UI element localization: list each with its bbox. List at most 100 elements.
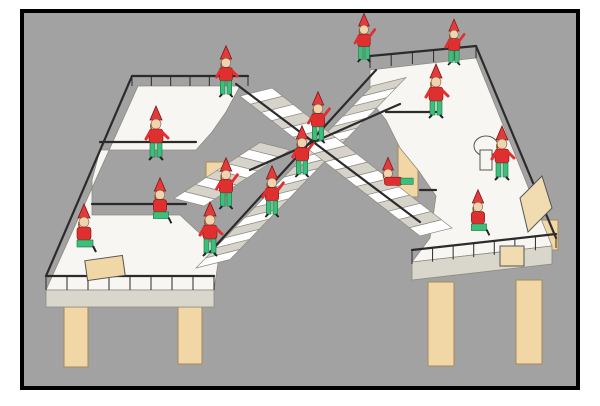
gnome-head — [154, 189, 166, 200]
gnome-boot — [428, 114, 433, 119]
right-leg-front-b — [515, 279, 543, 365]
gnome-arm — [444, 39, 451, 49]
gnome-pants-left — [266, 200, 272, 215]
gnome-head — [496, 138, 508, 150]
gnome-climbing — [291, 124, 315, 178]
gnome-pants — [400, 177, 414, 185]
gnome-pants-left — [429, 100, 436, 116]
gnome-pants-left — [220, 192, 226, 207]
gnome-arm — [144, 130, 152, 141]
gnome-pants-right — [502, 162, 509, 178]
gnomes — [76, 12, 516, 257]
gnome-standing — [424, 62, 450, 119]
gnome-standing — [198, 200, 224, 257]
gnome-pants-right — [454, 50, 460, 63]
gnome-head — [296, 137, 308, 148]
gnome-pants — [76, 239, 94, 248]
gnome-boot — [305, 173, 310, 178]
gnome-arm — [214, 226, 224, 236]
gnome-boot — [456, 61, 461, 66]
left-deck-edge — [45, 289, 215, 308]
gnome-boot — [494, 176, 499, 181]
gnome-arm — [160, 130, 170, 140]
gnome-head — [220, 169, 232, 180]
gnome-pants-left — [358, 46, 364, 60]
gnome-boot — [439, 114, 444, 119]
props — [84, 135, 553, 282]
gnome-descending — [215, 44, 239, 98]
gnome-boot — [218, 205, 223, 210]
gnome-boot — [202, 252, 207, 257]
gnome-boot — [264, 213, 269, 218]
gnome-boot — [505, 176, 510, 181]
gnome-boot — [92, 245, 97, 253]
gnome-arm — [506, 150, 516, 160]
gnome-boot — [229, 93, 234, 98]
vase-stand — [479, 149, 493, 171]
cross-flight-step — [408, 219, 453, 237]
gnome-pants-right — [272, 200, 278, 215]
gnome-arm — [424, 88, 432, 99]
gnome-shirt — [153, 199, 167, 213]
gnome-pants-left — [495, 162, 502, 178]
gnome-head — [430, 76, 442, 88]
gnome-lying — [382, 156, 414, 186]
left-deck — [45, 85, 241, 308]
small-table — [499, 245, 525, 267]
gnome-arm — [215, 180, 222, 191]
gnome-climbing — [215, 156, 239, 210]
gnome-head — [383, 168, 393, 179]
gnome-arm — [457, 33, 466, 43]
gnome-pants-left — [220, 80, 226, 95]
gnome-head — [220, 57, 232, 68]
railing-bar — [234, 82, 422, 224]
gnome-pants-left — [296, 160, 302, 175]
gnome-boot — [159, 156, 164, 161]
main-flight-step — [361, 76, 408, 97]
gnome-head — [78, 216, 90, 228]
gnome-shirt — [471, 211, 485, 225]
gnome-pants-right — [156, 142, 163, 158]
gnome-pants-right — [436, 100, 443, 116]
gnome-boot — [229, 205, 234, 210]
railing-bar — [44, 74, 134, 278]
gnome-pants — [153, 211, 169, 219]
gnome-arm — [307, 114, 314, 125]
gnome-boot — [357, 58, 362, 63]
gnome-arm — [306, 141, 315, 152]
gnome-arm — [215, 68, 222, 79]
gnome-sitting — [153, 176, 173, 224]
gnome-climbing — [261, 164, 285, 218]
gnome-head — [150, 118, 162, 130]
gnome-pants-right — [226, 80, 232, 95]
gnome-pants-right — [302, 160, 308, 175]
right-leg-front-a — [427, 281, 455, 367]
easel — [519, 175, 553, 233]
gnome-arm — [261, 188, 268, 199]
gnome-boot — [447, 61, 452, 66]
gnome-sliding-rail — [353, 12, 377, 63]
gnome-arm — [230, 68, 239, 78]
gnome-head — [359, 24, 369, 35]
gnome-arm — [440, 88, 450, 98]
gnome-head — [472, 201, 484, 212]
gnome-boot — [321, 139, 326, 144]
railing-bar — [208, 68, 378, 254]
left-flight-step — [248, 142, 291, 158]
gnome-boot — [366, 58, 371, 63]
gnome-shirt — [76, 226, 92, 241]
gnome-sitting — [471, 188, 491, 236]
gnome-arm — [291, 148, 298, 159]
gnome-painting — [490, 124, 516, 181]
gnome-head — [266, 177, 278, 188]
gnome-pants-left — [149, 142, 156, 158]
gnome-shirt — [384, 176, 403, 186]
gnome-leaning-rail — [444, 18, 466, 66]
railing-bar — [410, 232, 558, 252]
gnome-pants-right — [364, 46, 370, 60]
gnome-arm — [368, 28, 377, 39]
gnome-boot — [275, 213, 280, 218]
gnome-kneeling-drawing — [76, 202, 97, 253]
